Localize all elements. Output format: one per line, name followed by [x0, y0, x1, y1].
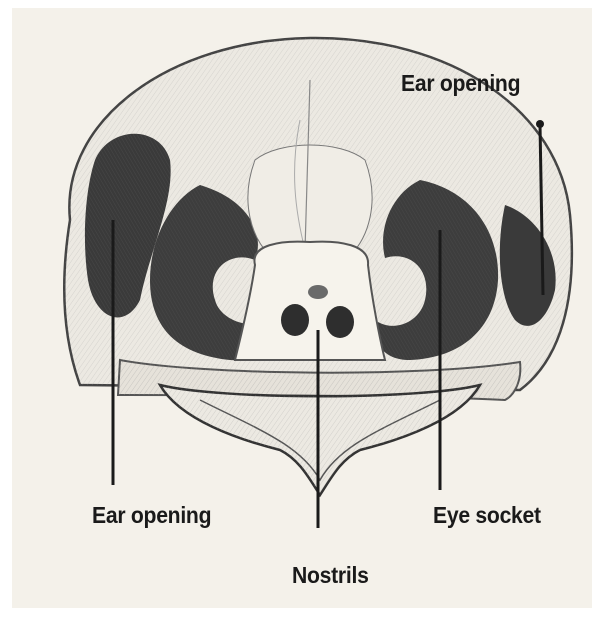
- beak-top: [235, 242, 385, 360]
- right-nostril: [326, 306, 354, 338]
- label-nostrils: Nostrils: [292, 562, 369, 589]
- label-ear-opening-top: Ear opening: [401, 70, 520, 97]
- left-nostril: [281, 304, 309, 336]
- label-eye-socket: Eye socket: [433, 502, 541, 529]
- label-ear-opening-bottom: Ear opening: [92, 502, 211, 529]
